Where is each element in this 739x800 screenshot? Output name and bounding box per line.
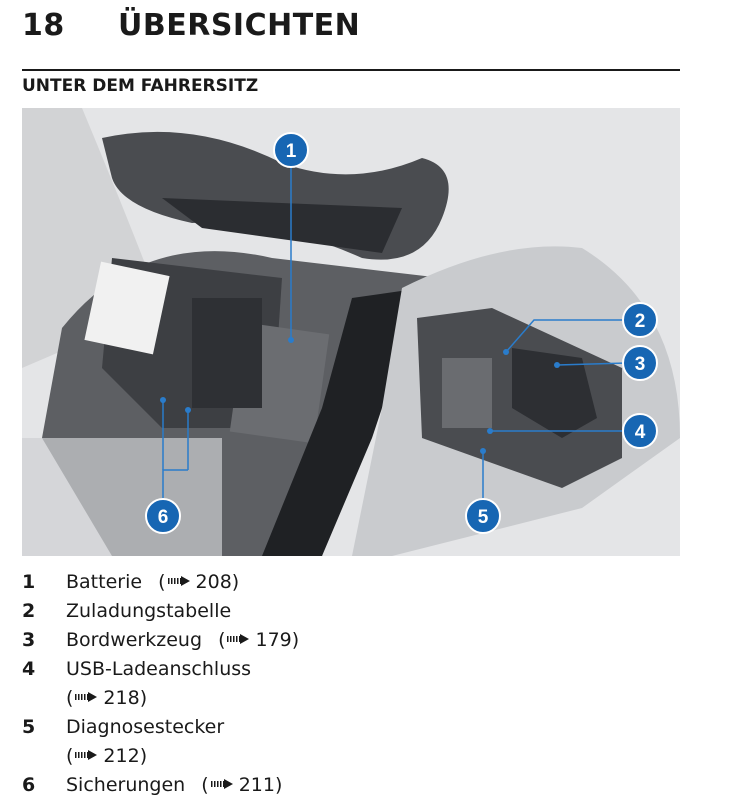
callout-1: 1 [273, 132, 309, 168]
svg-text:5: 5 [478, 507, 489, 528]
list-item: 2 Zuladungstabelle [22, 597, 299, 626]
callout-5: 5 [465, 498, 501, 534]
page-reference-link[interactable]: (179) [218, 629, 300, 651]
list-item: 4 USB-Ladeanschluss (218) [22, 655, 299, 713]
arrow-icon [227, 634, 251, 644]
item-label: USB-Ladeanschluss [66, 658, 252, 680]
page-reference-link[interactable]: (211) [201, 774, 283, 796]
header-rule [22, 69, 680, 71]
svg-text:6: 6 [158, 507, 169, 528]
callout-3: 3 [622, 345, 658, 381]
page-reference-link[interactable]: (212) [66, 745, 148, 767]
svg-text:2: 2 [635, 311, 646, 332]
legend-list: 1 Batterie (208) 2 Zuladungstabelle 3 Bo… [22, 568, 299, 800]
item-label: Bordwerkzeug [66, 629, 203, 651]
list-item: 5 Diagnosestecker (212) [22, 713, 299, 771]
arrow-icon [75, 692, 99, 702]
item-label: Sicherungen [66, 774, 186, 796]
page-title: ÜBERSICHTEN [118, 8, 361, 43]
item-label: Zuladungstabelle [66, 600, 232, 622]
item-number: 2 [22, 600, 36, 622]
item-label: Batterie [66, 571, 143, 593]
item-number: 6 [22, 774, 36, 796]
list-item: 1 Batterie (208) [22, 568, 299, 597]
page-number: 18 [22, 8, 65, 43]
item-label: Diagnosestecker [66, 716, 225, 738]
item-number: 5 [22, 716, 36, 738]
arrow-icon [167, 576, 192, 586]
item-number: 3 [22, 629, 36, 651]
arrow-icon [75, 750, 99, 760]
motorcycle-illustration: 1 2 3 4 5 6 [22, 108, 680, 556]
svg-text:3: 3 [635, 354, 646, 375]
item-number: 1 [22, 571, 36, 593]
svg-text:1: 1 [286, 141, 297, 162]
list-item: 6 Sicherungen (211) [22, 771, 299, 800]
callout-6: 6 [145, 498, 181, 534]
list-item: 3 Bordwerkzeug (179) [22, 626, 299, 655]
item-number: 4 [22, 658, 36, 680]
svg-text:4: 4 [635, 422, 646, 443]
callout-2: 2 [622, 302, 658, 338]
page-reference-link[interactable]: (208) [158, 571, 240, 593]
page-reference-link[interactable]: (218) [66, 687, 148, 709]
section-title: UNTER DEM FAHRERSITZ [22, 76, 259, 96]
arrow-icon [210, 779, 235, 789]
callout-4: 4 [622, 413, 658, 449]
